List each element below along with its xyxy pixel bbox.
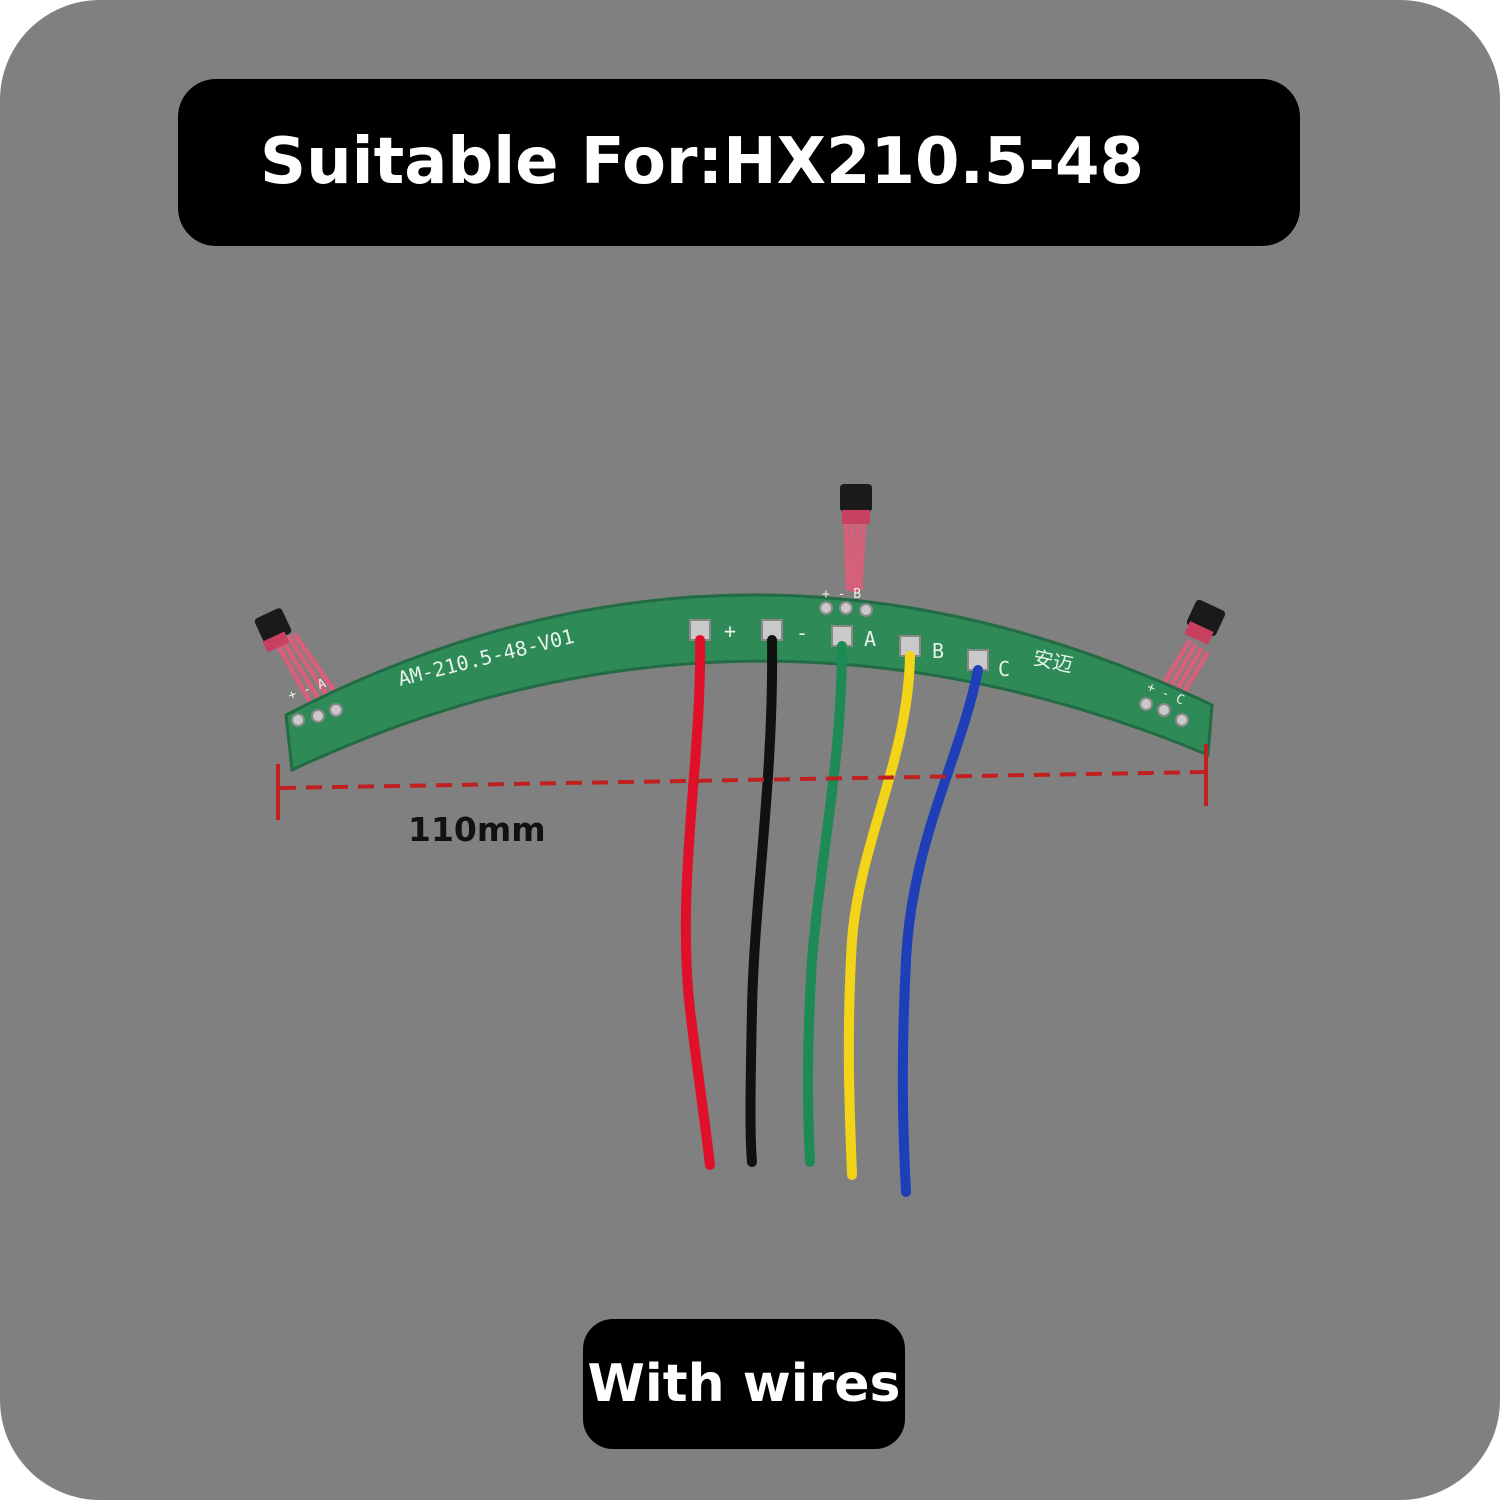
pad-label-c: C [998,657,1010,681]
yellow-wire [843,651,915,1180]
green-wire [803,641,847,1167]
center-sensor-label: + - B [822,587,861,602]
dimension-line [276,744,1208,820]
pad-label-b: B [932,639,944,663]
pad-label-plus: + [724,619,736,643]
dimension-label: 110mm [408,810,546,849]
title-text: Suitable For:HX210.5-48 [260,125,1145,199]
right-sensor [1157,599,1226,704]
blue-wire [897,665,983,1197]
pad-label-minus: - [796,621,808,645]
footer-badge: With wires [583,1319,905,1449]
title-banner: Suitable For:HX210.5-48 [178,79,1300,246]
footer-text: With wires [587,1354,901,1414]
red-wire [680,635,715,1170]
black-wire [745,635,778,1167]
pad-label-a: A [864,627,876,651]
center-sensor [840,484,872,593]
left-sensor [254,608,337,704]
